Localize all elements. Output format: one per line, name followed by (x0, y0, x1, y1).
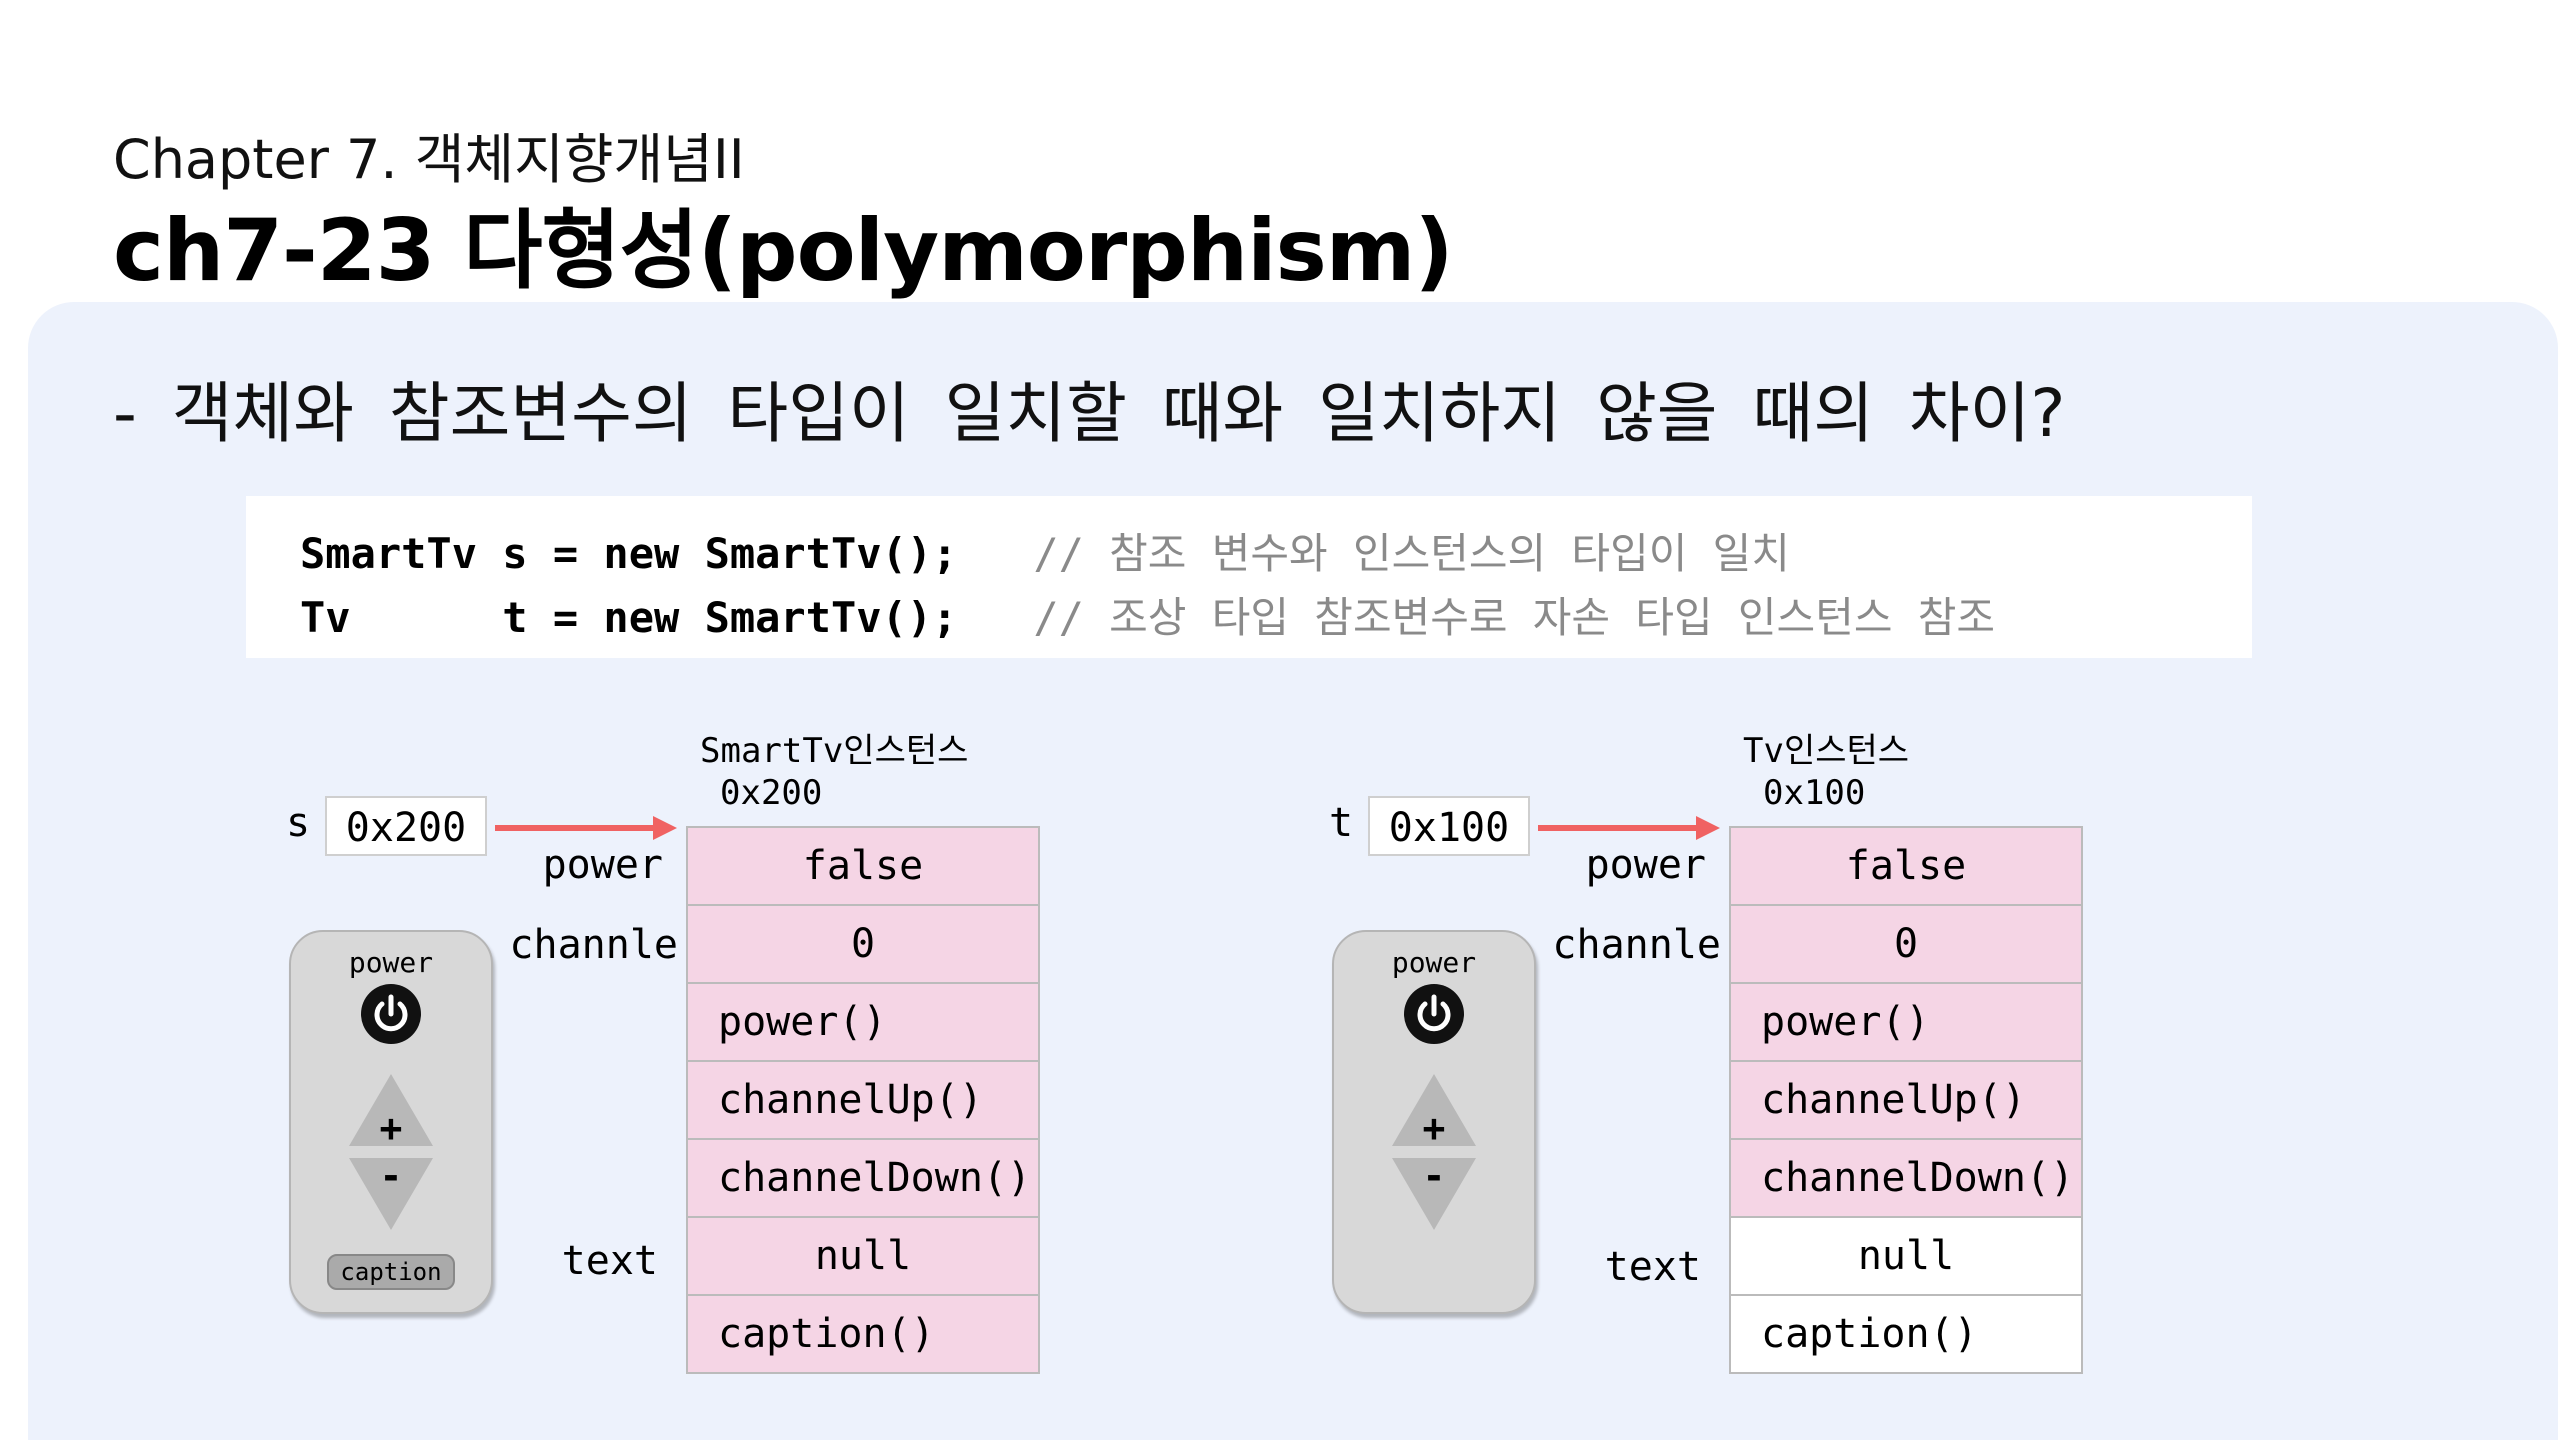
member-cell: false (686, 826, 1040, 906)
instance-address: 0x100 (1763, 773, 1866, 813)
member-cell: 0 (686, 904, 1040, 984)
member-cell: channelDown() (686, 1138, 1040, 1218)
channel-down-button (349, 1158, 433, 1230)
remote-control: power + - (1332, 930, 1536, 1314)
member-label-power: power (1585, 842, 1706, 888)
power-icon (374, 994, 408, 1032)
channel-up-button (1392, 1074, 1476, 1146)
instance-members: false 0 power() channelUp() channelDown(… (1729, 826, 2083, 1374)
code-line-1: SmartTv s = new SmartTv(); // 참조 변수와 인스턴… (300, 520, 1790, 581)
plus-icon: + (1422, 1106, 1446, 1150)
question-text: - 객체와 참조변수의 타입이 일치할 때와 일치하지 않을 때의 차이? (113, 375, 2066, 452)
channel-up-button (349, 1074, 433, 1146)
minus-icon: - (1422, 1154, 1446, 1198)
member-label-power: power (542, 842, 663, 888)
code-block (246, 496, 2252, 658)
member-cell: caption() (686, 1294, 1040, 1374)
member-cell: channelDown() (1729, 1138, 2083, 1218)
instance-members: false 0 power() channelUp() channelDown(… (686, 826, 1040, 1374)
code-statement: SmartTv s = new SmartTv(); (300, 529, 958, 578)
member-cell: power() (686, 982, 1040, 1062)
member-cell: power() (1729, 982, 2083, 1062)
power-icon (1417, 994, 1451, 1032)
reference-arrow (495, 816, 677, 840)
instance-address: 0x200 (720, 773, 823, 813)
ref-variable-value: 0x100 (1368, 796, 1530, 856)
power-button (361, 984, 421, 1044)
member-label-text: text (561, 1238, 658, 1284)
remote-power-label: power (1391, 946, 1477, 979)
member-label-text: text (1604, 1244, 1701, 1290)
ref-variable-name: s (286, 800, 311, 846)
member-label-channle: channle (509, 922, 678, 968)
channel-down-button (1392, 1158, 1476, 1230)
code-comment: // 조상 타입 참조변수로 자손 타입 인스턴스 참조 (1033, 593, 1996, 642)
ref-variable-name: t (1329, 800, 1354, 846)
member-cell: null (686, 1216, 1040, 1296)
member-cell: 0 (1729, 904, 2083, 984)
member-cell: channelUp() (686, 1060, 1040, 1140)
member-cell-inaccessible: null (1729, 1216, 2083, 1296)
code-comment: // 참조 변수와 인스턴스의 타입이 일치 (1033, 529, 1790, 578)
reference-arrow (1538, 816, 1720, 840)
member-cell: channelUp() (1729, 1060, 2083, 1140)
member-cell-inaccessible: caption() (1729, 1294, 2083, 1374)
remote-control: power + - caption (289, 930, 493, 1314)
code-statement: Tv t = new SmartTv(); (300, 593, 958, 642)
plus-icon: + (379, 1106, 403, 1150)
power-button (1404, 984, 1464, 1044)
member-label-channle: channle (1552, 922, 1721, 968)
ref-variable-value: 0x200 (325, 796, 487, 856)
minus-icon: - (379, 1154, 403, 1198)
code-line-2: Tv t = new SmartTv(); // 조상 타입 참조변수로 자손 … (300, 584, 1995, 645)
member-cell: false (1729, 826, 2083, 906)
remote-power-label: power (348, 946, 434, 979)
chapter-heading: Chapter 7. 객체지향개념II (113, 128, 745, 191)
instance-label: Tv인스턴스 (1743, 731, 1910, 771)
page-title: ch7-23 다형성(polymorphism) (113, 201, 1454, 301)
instance-label: SmartTv인스턴스 (700, 731, 969, 771)
caption-button: caption (327, 1254, 455, 1290)
